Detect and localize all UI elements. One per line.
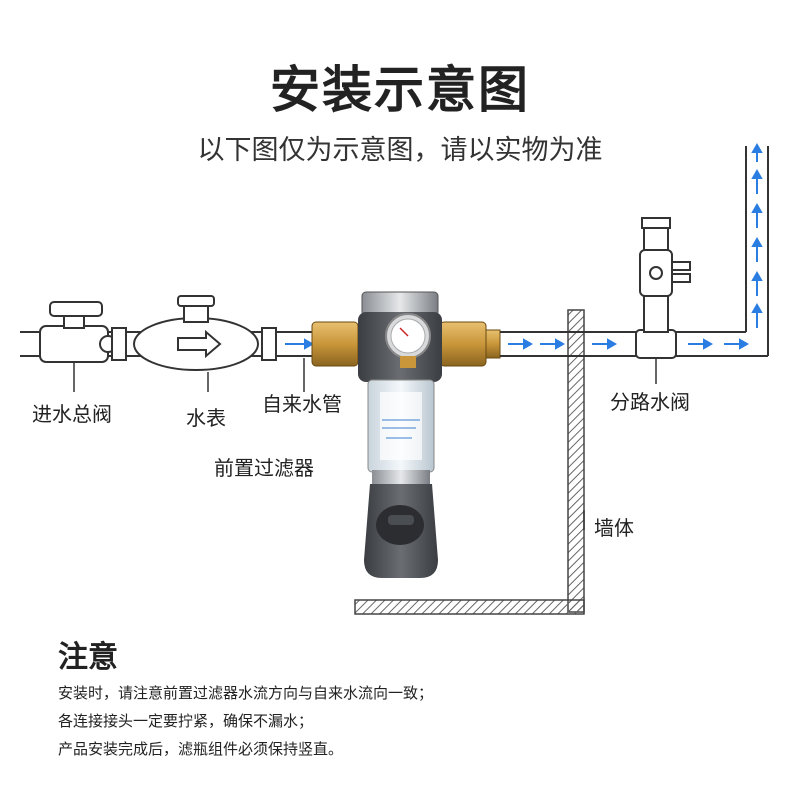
pre-filter-icon [311,291,501,578]
label-wall: 墙体 [594,516,634,540]
page-subtitle: 以下图仅为示意图，请以实物为准 [197,135,603,166]
outlet-flow-arrows [508,142,763,350]
label-water-meter: 水表 [186,406,226,430]
water-meter-icon [111,295,277,371]
inlet-flow-arrow [285,338,315,350]
leader-lines [73,358,657,530]
page-title: 安装示意图 [270,61,530,119]
wall [354,309,585,615]
label-pre-filter: 前置过滤器 [214,456,314,480]
label-branch-valve: 分路水阀 [610,390,690,414]
branch-valve-icon [635,217,691,359]
label-tap-pipe: 自来水管 [262,392,342,416]
label-main-valve: 进水总阀 [32,402,112,426]
note-line-3: 产品安装完成后，滤瓶组件必须保持竖直。 [58,740,344,758]
main-valve-icon [39,301,117,363]
note-line-2: 各连接接头一定要拧紧，确保不漏水； [58,712,314,730]
outlet-pipe [500,146,769,357]
notes-title: 注意 [58,640,118,675]
note-line-1: 安装时，请注意前置过滤器水流方向与自来水流向一致； [58,684,434,702]
